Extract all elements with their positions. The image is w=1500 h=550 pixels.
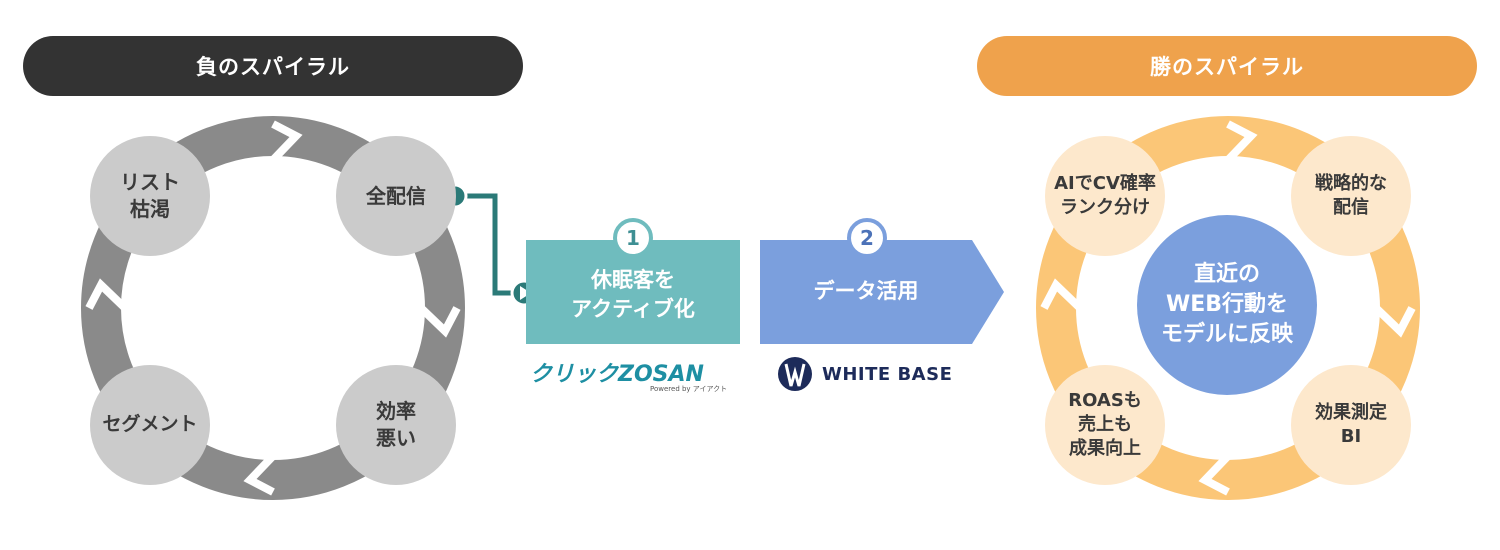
step2-arrow-box [760,240,1004,344]
winning-ring-chevron-left [1040,278,1083,311]
teal-connector-line [455,193,518,296]
negative-ring-chevron-top [270,120,303,163]
negative-ring-chevron-right [418,305,461,338]
negative-ring-chevron-left [85,278,128,311]
winning-spiral-title: 勝のスパイラル [977,36,1477,96]
winning-ring-chevron-bottom [1198,453,1231,496]
winning-ring-track [1036,116,1420,500]
negative-node-send-all: 全配信 [336,136,456,256]
negative-node-segment: セグメント [90,365,210,485]
whitebase-logo: WHITE BASE [822,356,952,392]
negative-node-poor-efficiency: 効率 悪い [336,365,456,485]
negative-ring-track [81,116,465,500]
winning-ring [1036,116,1420,500]
negative-ring-chevron-bottom [243,453,276,496]
clickzosan-logo: クリックZOSAN Powered by アイアクト [530,356,740,396]
negative-ring [81,116,465,500]
whitebase-logo-text: WHITE BASE [822,363,953,385]
step1-number-badge: 1 [613,218,653,258]
whitebase-logo-icon [778,357,812,391]
winning-center-model: 直近の WEB行動を モデルに反映 [1137,215,1317,395]
winning-ring-chevron-right [1373,305,1416,338]
clickzosan-logo-text: クリックZOSAN [530,362,704,387]
negative-spiral-title: 負のスパイラル [23,36,523,96]
step2-number-badge: 2 [847,218,887,258]
winning-ring-chevron-top [1225,120,1258,163]
clickzosan-logo-subtext: Powered by アイアクト [650,385,728,393]
winning-node-measurement-bi: 効果測定 BI [1291,365,1411,485]
teal-connector-play-icon [520,286,531,300]
winning-node-roas-sales: ROASも 売上も 成果向上 [1045,365,1165,485]
step2-label: データ活用 [813,279,919,304]
winning-node-strategic-delivery: 戦略的な 配信 [1291,136,1411,256]
negative-node-list-depletion: リスト 枯渇 [90,136,210,256]
winning-node-ai-ranking: AIでCV確率 ランク分け [1045,136,1165,256]
